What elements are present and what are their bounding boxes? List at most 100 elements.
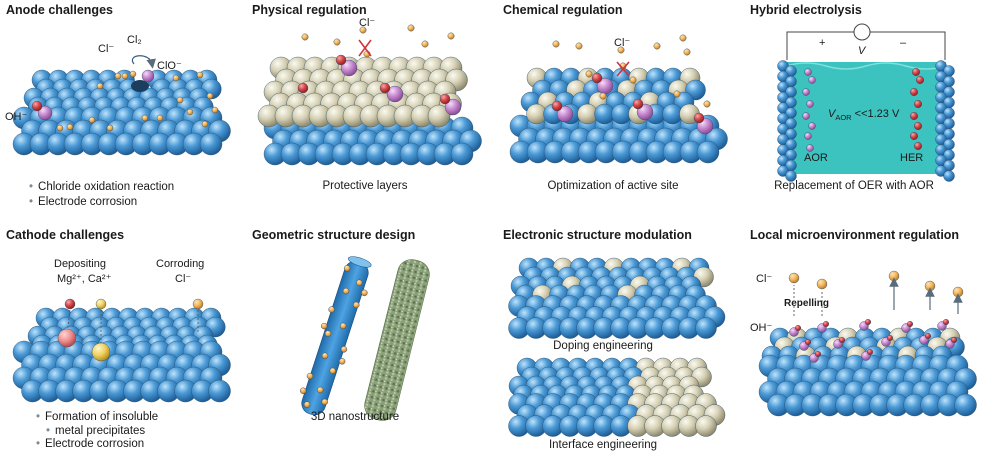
- chloride-ion: [114, 72, 122, 80]
- doping-caption: Doping engineering: [553, 340, 653, 352]
- panel-title: Anode challenges: [6, 3, 113, 17]
- nanorod-with-particles: [299, 256, 372, 416]
- chlorine-label: Cl₂: [127, 34, 142, 46]
- chloride-ion: [176, 96, 184, 104]
- chloride-ion: [88, 116, 96, 124]
- chloride-ion: [585, 70, 593, 78]
- chloride-ion: [201, 120, 209, 128]
- hydrogen-bubble: [911, 68, 920, 77]
- chloride-ion: [196, 71, 204, 79]
- bullet-item: Electrode corrosion: [29, 195, 174, 210]
- panel-title: Local microenvironment regulation: [750, 228, 960, 242]
- electrode-atom: [954, 393, 977, 417]
- nanosheet-rod: [364, 259, 430, 421]
- surface-atom: [427, 104, 451, 128]
- nanoparticle: [321, 398, 328, 406]
- panel-hybrid-electrolysis: Hybrid electrolysis + – V VAOR <<1.23 V …: [744, 0, 984, 225]
- precipitate: [91, 342, 111, 362]
- precipitate: [57, 328, 77, 348]
- depositing-label: Depositing: [54, 258, 106, 270]
- oxygen-atom: [950, 336, 957, 343]
- oxygen-atom: [942, 318, 949, 325]
- aor-label: AOR: [804, 152, 828, 164]
- active-site: [386, 85, 404, 103]
- oxygen-atom: [814, 350, 821, 357]
- oxygen-atom: [924, 332, 931, 339]
- oxygen-atom: [335, 54, 347, 66]
- oxygen-atom: [379, 82, 391, 94]
- panel-caption: Replacement of OER with AOR: [774, 180, 934, 192]
- active-site: [340, 59, 358, 77]
- panel-title: Electronic structure modulation: [503, 228, 692, 242]
- nanoparticle: [306, 372, 314, 380]
- nanoparticle: [324, 330, 332, 337]
- chloride-ion: [599, 92, 607, 100]
- oxygen-atom: [838, 336, 845, 343]
- chloride-ion: [888, 270, 900, 282]
- chloride-ion: [447, 32, 455, 40]
- organic-molecule: [808, 122, 816, 130]
- organic-molecule: [802, 88, 810, 96]
- oxygen-atom: [866, 348, 873, 355]
- panel-local-microenvironment: Local microenvironment regulation Cl⁻ Re…: [744, 228, 984, 458]
- chloride-ion: [359, 26, 367, 34]
- chloride-ion: [156, 114, 164, 122]
- oxygen-atom: [864, 318, 871, 325]
- interface-caption: Interface engineering: [548, 439, 658, 451]
- bullet-item: Formation of insoluble: [36, 411, 158, 425]
- chloride-ion: [407, 24, 415, 32]
- chloride-ion: [186, 108, 194, 116]
- panel-cathode: Cathode challenges Depositing Mg²⁺, Ca²⁺…: [0, 228, 240, 458]
- nanoparticle: [340, 346, 348, 353]
- panel-physical-regulation: Physical regulation Cl⁻ Protective layer…: [245, 0, 485, 225]
- aor-voltage-label: VAOR <<1.23 V: [828, 108, 899, 122]
- chloride-ion: [129, 70, 137, 78]
- hybrid-cell-illustration: [777, 23, 955, 182]
- nanoparticle: [361, 289, 368, 297]
- nanoparticle: [317, 386, 324, 394]
- nanoparticle: [328, 306, 335, 313]
- chloride-ion: [552, 40, 560, 48]
- chloride-ion: [788, 272, 800, 284]
- panel-title: Cathode challenges: [6, 228, 125, 242]
- nanoparticle: [342, 287, 350, 295]
- oxygen-atom: [795, 324, 802, 331]
- chloride-ion: [56, 124, 64, 132]
- chloride-ion: [703, 100, 711, 108]
- active-site: [556, 105, 574, 123]
- wire: [870, 31, 946, 60]
- chloride-ion: [192, 298, 204, 310]
- electrode-atom: [696, 140, 720, 164]
- chemical-regulation-illustration: [509, 34, 728, 164]
- chloride-label: Cl⁻: [175, 273, 192, 285]
- panel-title: Chemical regulation: [503, 3, 623, 17]
- aor-voltage-v: V: [828, 108, 836, 120]
- electrode-atom: [199, 132, 223, 156]
- chloride-ion: [301, 33, 309, 41]
- nanoparticle: [343, 265, 351, 272]
- cathode-electrode-illustration: [12, 298, 231, 403]
- chloride-ion: [141, 114, 149, 122]
- interface-illustration-wrap: [493, 356, 733, 438]
- hydrogen-bubble: [913, 99, 922, 108]
- bullet-item-continuation: metal precipitates: [36, 425, 158, 439]
- panel-chemical-regulation: Chemical regulation Cl⁻ Optimization of …: [493, 0, 733, 225]
- oxygen-atom: [632, 98, 644, 110]
- oxygen-atom: [439, 93, 451, 105]
- chloride-ion: [211, 106, 219, 114]
- blocked-mark: [616, 61, 630, 77]
- chloride-ion: [924, 280, 936, 292]
- hypochlorite-label: ClO⁻: [157, 60, 182, 72]
- organic-molecule: [806, 100, 814, 108]
- repelling-label: Repelling: [784, 298, 830, 309]
- nanoparticle: [299, 387, 307, 394]
- panel-title: Hybrid electrolysis: [750, 3, 862, 17]
- chloride-ion: [629, 76, 637, 84]
- panel-title: Physical regulation: [252, 3, 367, 17]
- chloride-ion: [421, 40, 429, 48]
- surface-atom: [695, 415, 717, 437]
- corrosion-pit: [131, 80, 149, 92]
- hydrogen-bubble: [915, 76, 924, 85]
- chloride-ion: [66, 123, 74, 131]
- reaction-arrow: [131, 55, 156, 69]
